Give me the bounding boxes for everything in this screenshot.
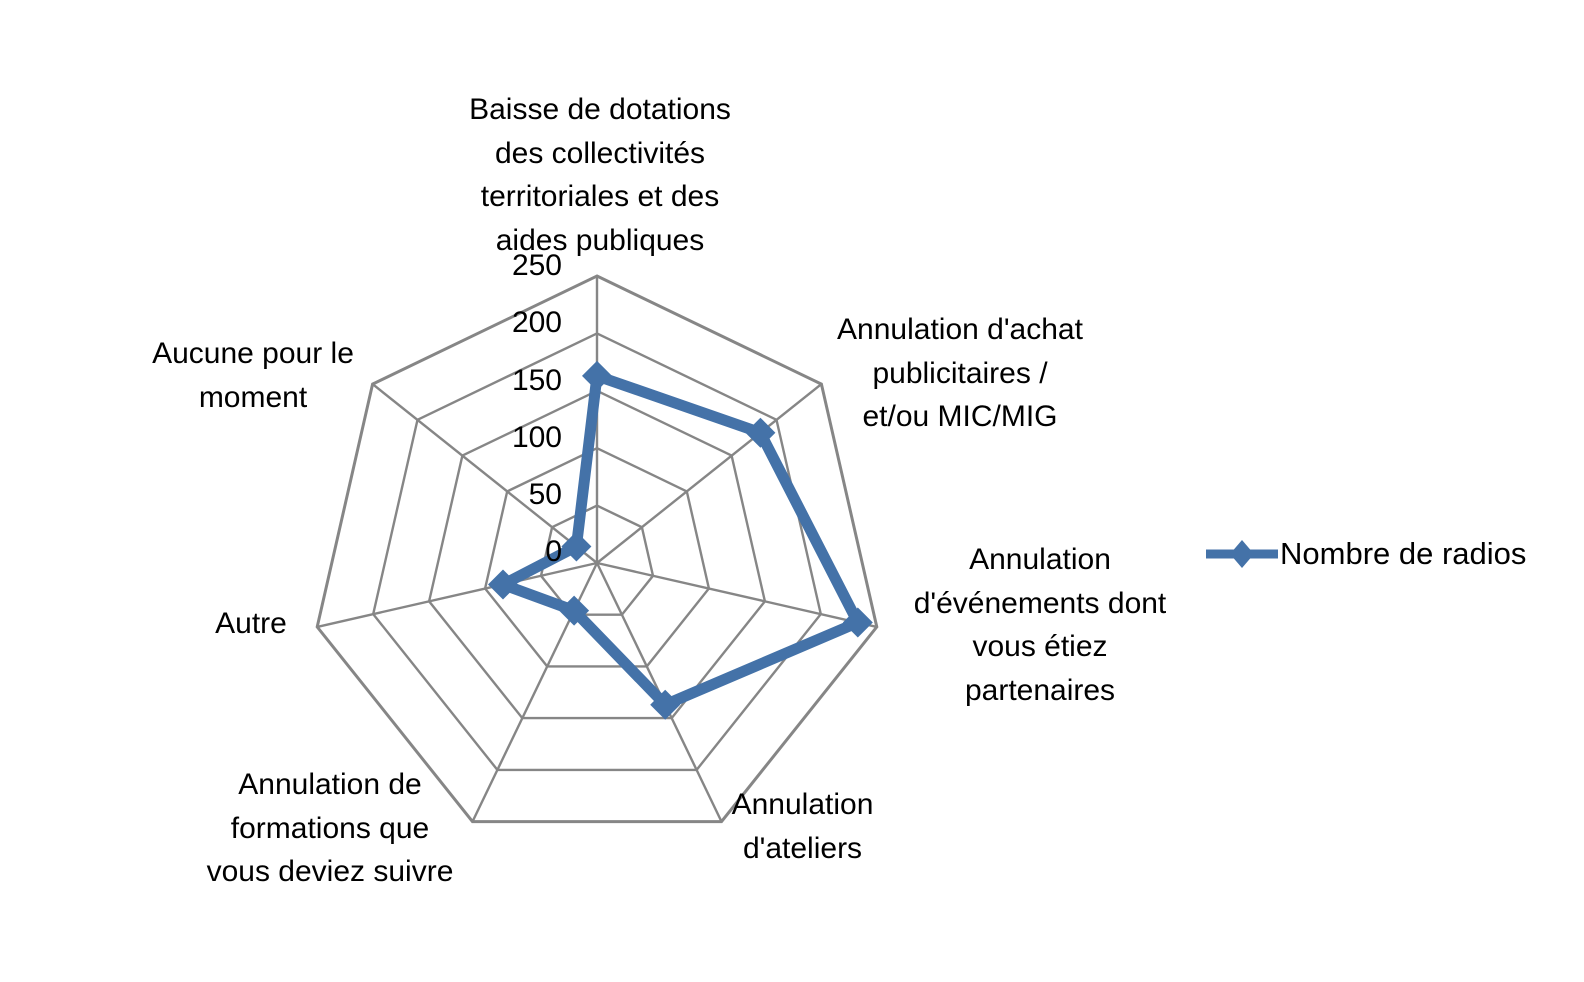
radar-series <box>488 360 873 720</box>
series-diamond-marker-icon <box>842 607 873 638</box>
radial-tick-label-50: 50 <box>528 478 562 511</box>
radar-ring <box>371 332 823 772</box>
radar-spoke <box>316 561 598 629</box>
series-line <box>497 370 864 711</box>
radar-ring <box>539 504 655 616</box>
series-diamond-marker-icon <box>745 417 776 448</box>
radial-tick-label-0: 0 <box>545 535 562 568</box>
radar-spoke <box>371 383 598 564</box>
series-diamond-marker-icon <box>488 569 518 600</box>
series-diamond-marker-icon <box>561 531 592 562</box>
radar-grid <box>315 274 879 824</box>
radar-ring <box>483 446 711 668</box>
radial-tick-label-200: 200 <box>511 306 562 339</box>
radar-spoke <box>596 561 878 629</box>
radar-ring <box>427 389 767 720</box>
legend-diamond-marker-icon <box>1204 534 1280 574</box>
radar-spokes <box>316 276 878 823</box>
series-diamond-marker-icon <box>559 595 590 626</box>
radar-ring <box>315 274 879 824</box>
series-diamond-marker-icon <box>582 360 612 391</box>
radial-tick-label-150: 150 <box>511 364 562 397</box>
radar-spoke <box>596 383 823 564</box>
legend-label: Nombre de radios <box>1280 536 1527 571</box>
chart-legend: Nombre de radios <box>1204 534 1526 574</box>
radial-tick-label-100: 100 <box>511 421 562 454</box>
radial-tick-label-250: 250 <box>511 249 562 282</box>
series-diamond-marker-icon <box>650 689 681 720</box>
